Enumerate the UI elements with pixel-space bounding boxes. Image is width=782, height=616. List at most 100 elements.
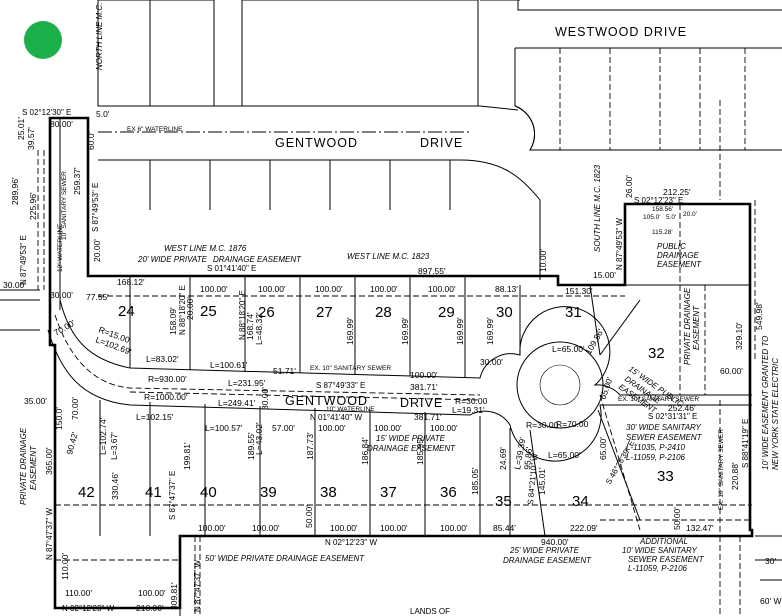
dim-50a: 50.00': [304, 505, 314, 528]
lot-38: 38: [320, 484, 337, 501]
dim-259-37: 259.37': [72, 167, 82, 195]
dim-158-56: 158.56': [652, 206, 673, 213]
l-83-02: L=83.02': [146, 354, 179, 364]
additional-d: L-11059, P-2106: [628, 564, 688, 573]
sewer-30-b: SEWER EASEMENT: [626, 433, 703, 442]
dim-77-55: 77.55': [86, 292, 109, 302]
dim-110b: 110.00': [60, 553, 70, 580]
dim-100-t4: 100.00': [370, 284, 398, 294]
dim-100-s: 100.00': [410, 370, 438, 380]
additional-b: 10' WIDE SANITARY: [622, 546, 698, 555]
dim-897-55: 897.55': [418, 266, 446, 276]
dim-100-bl: 100.00': [138, 588, 166, 598]
bearing-6: N 87°49'53" W: [615, 218, 624, 270]
dim-30d: 30.00': [260, 387, 270, 410]
dim-25-01: 25.01': [16, 117, 26, 140]
bearing-8: N 88°18'20" E: [178, 285, 187, 335]
lot-42: 42: [78, 484, 95, 501]
dim-100-b3: 100.00': [330, 523, 358, 533]
l-231-95: L=231.95': [228, 378, 266, 388]
dim-26: 26.00': [624, 175, 634, 198]
south-line-label: SOUTH LINE M.C. 1823: [593, 164, 602, 252]
dim-100-m1: 100.00': [318, 423, 346, 433]
r-30a: R=30.00: [455, 396, 488, 406]
lot-27: 27: [316, 304, 333, 321]
dim-24-69: 24.69': [498, 447, 508, 470]
dim-50b: 50.00': [672, 507, 682, 530]
lot-29: 29: [438, 304, 455, 321]
north-stub-lots: [149, 160, 451, 210]
dim-110a: 110.00': [65, 588, 92, 598]
dim-330-46: 330.46': [110, 472, 120, 500]
dim-20a: 20.00': [92, 239, 102, 262]
dim-185-05: 185.05': [470, 467, 480, 495]
dim-381-71: 381.71': [410, 382, 438, 392]
gentwood-top-south-edge: [98, 159, 541, 280]
dim-100-t1: 100.00': [200, 284, 228, 294]
private-drainage-r-b: EASEMENT: [692, 305, 701, 350]
dim-940: 940.00': [541, 537, 569, 547]
l-102-15: L=102.15': [136, 412, 174, 422]
private-15-a: 15' WIDE PRIVATE: [376, 434, 446, 443]
dim-100-60: L=100.61': [210, 360, 248, 370]
lands-of-label: LANDS OF: [410, 607, 450, 616]
dim-169-99c: 169.99': [455, 317, 465, 345]
l-249-41: L=249.41': [218, 398, 256, 408]
private-left-a: PRIVATE DRAINAGE: [19, 427, 28, 505]
dim-70b: 70.00': [70, 397, 80, 420]
north-line-label: NORTH LINE M.C.: [95, 3, 104, 70]
gentwood-top-label-a: GENTWOOD: [275, 136, 358, 150]
bearing-14: S 87°47'37" E: [168, 471, 177, 520]
l-102-74: L=102.74': [98, 417, 108, 455]
lot-37: 37: [380, 484, 397, 501]
bearing-16: S 46°28'39" E: [604, 439, 636, 486]
gentwood-top-label-b: DRIVE: [420, 136, 463, 150]
dim-65d: 65.00': [598, 437, 608, 460]
north-neighborhood: [97, 0, 782, 200]
r-1000: R=1000.00': [144, 392, 188, 402]
bearing-15: N 02°12'23" W: [62, 604, 114, 613]
lot-39: 39: [260, 484, 277, 501]
public-drainage-a: PUBLIC: [657, 242, 686, 251]
dim-90-42: 90.42': [64, 430, 80, 455]
dim-65a: L=65.00': [552, 344, 585, 354]
bearing-3: S 87°49'53" E: [91, 183, 100, 232]
north-lot-lines: [98, 276, 625, 378]
bearing-9: N 01°41'40" W: [310, 413, 362, 422]
lot-28: 28: [375, 304, 392, 321]
bearing-5: S 02°12'23" E: [634, 196, 683, 205]
easement-10-a: 10' WIDE EASEMENT GRANTED TO: [761, 336, 770, 470]
dim-151-30: 151.30': [565, 286, 593, 296]
lot-numbers: 24 25 26 27 28 29 30 31 32 33 34 35 36 3…: [78, 303, 674, 510]
drainage-20-a: 20' WIDE PRIVATE: [137, 255, 208, 264]
easement-10-b: NEW YORK STATE ELECTRIC: [771, 358, 780, 470]
waterline-10-label: 10" WATERLINE: [326, 406, 375, 413]
sewer-10-vertical-label: 10" SANITARY SEWER: [61, 171, 68, 240]
lot-35: 35: [495, 493, 512, 510]
dim-30a: 30.00': [3, 280, 26, 290]
private-drainage-r-a: PRIVATE DRAINAGE: [683, 287, 692, 365]
drainage-50: 50' WIDE PRIVATE DRAINAGE EASEMENT: [205, 554, 365, 563]
bearing-11: S 02°31'31" E: [648, 412, 697, 421]
dim-95-86: 95.86': [522, 446, 534, 470]
l-19-31: L=19.31': [452, 405, 485, 415]
dim-186-84: 186.84': [360, 437, 370, 465]
dim-381-71b: 381.71': [414, 412, 442, 422]
dim-132-47: 132.47': [686, 523, 714, 533]
dim-15a: 15.00': [593, 270, 616, 280]
drainage-25-b: DRAINAGE EASEMENT: [503, 556, 592, 565]
dim-549-98: 549.98': [754, 302, 764, 330]
dim-210: 210.00': [136, 603, 164, 613]
west-line-1876-label: WEST LINE M.C. 1876: [164, 244, 247, 253]
dim-150: 150.0': [54, 407, 64, 430]
dim-10a: 10.00': [538, 249, 548, 272]
dim-168-12: 168.12': [117, 277, 145, 287]
dim-168-74: 168.74': [245, 312, 255, 340]
dim-85-44: 85.44': [493, 523, 516, 533]
dim-329-10: 329.10': [734, 322, 744, 350]
dim-185-95: 185.95': [415, 437, 425, 465]
sewer-30-c: L-11035, P-2410: [626, 443, 686, 452]
gentwood-top-north-edge: [98, 105, 519, 111]
lot-32: 32: [648, 345, 665, 362]
private-left-b: EASEMENT: [29, 445, 38, 490]
